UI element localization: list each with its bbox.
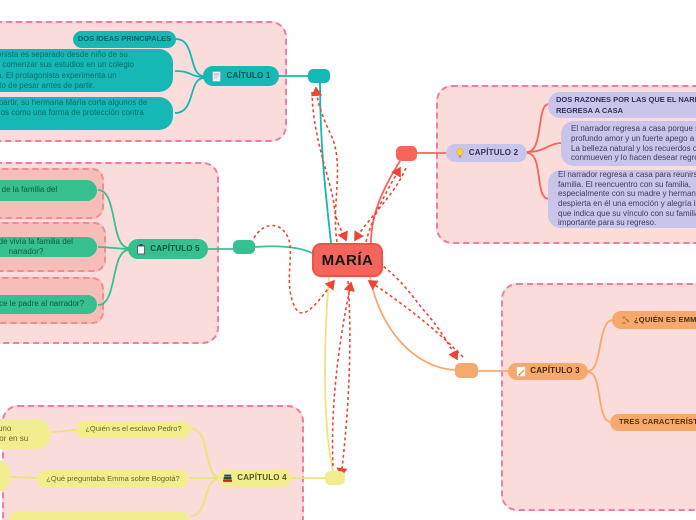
ch1-heading-label: DOS IDEAS PRINCIPALES: [77, 34, 172, 44]
central-topic-label: MARÍA: [321, 251, 374, 269]
ch1-node[interactable]: CAÍTULO 1: [203, 66, 279, 86]
ch1-note2-text: Antes de partir, su hermana María corta …: [0, 98, 148, 127]
ch2-note1-text: El narrador regresa a casa porque siente…: [571, 123, 696, 163]
document-icon: [211, 70, 222, 82]
ch3-child2-node[interactable]: TRES CARACTERÍSTICAS: [610, 414, 696, 431]
ch3-child1-label: ¿QUIÉN ES EMMA?: [634, 314, 696, 324]
ch5-label: CAPÍTULO 5: [150, 243, 200, 253]
memo-pencil-icon: [516, 366, 526, 377]
ch4-node[interactable]: CAPÍTULO 4: [218, 469, 291, 487]
ch4-label: CAPÍTULO 4: [237, 472, 287, 482]
ch4-q1-text: ¿Quién es el esclavo Pedro?: [85, 424, 182, 434]
ch2-heading-node[interactable]: DOS RAZONES POR LAS QUE EL NARRADOR REGR…: [548, 92, 696, 118]
ch4-q1-node[interactable]: ¿Quién es el esclavo Pedro?: [76, 421, 191, 438]
ch3-child1-node[interactable]: ¿QUIÉN ES EMMA?: [612, 311, 696, 329]
lightbulb-icon: [455, 147, 465, 159]
ch1-branch-anchor[interactable]: [308, 69, 330, 83]
ch2-note1-node[interactable]: El narrador regresa a casa porque siente…: [561, 121, 696, 166]
ch4-q3-node[interactable]: [8, 511, 190, 520]
ch4-answer1-node[interactable]: El esclavo Pedro es uno querido por el n…: [0, 419, 50, 449]
ch5-q2-node[interactable]: ¿Dónde vivía la familia del narrador?: [0, 237, 97, 257]
ch1-note2-node[interactable]: Antes de partir, su hermana María corta …: [0, 97, 173, 130]
ch2-note2-text: El narrador regresa a casa para reunirse…: [558, 170, 696, 228]
ch2-label: CAPÍTULO 2: [468, 147, 519, 157]
ch2-node[interactable]: CAPÍTULO 2: [446, 144, 527, 162]
ch4-branch-anchor[interactable]: [325, 471, 345, 485]
ch4-q2-text: ¿Qué preguntaba Emma sobre Bogotá?: [46, 473, 180, 483]
ch2-heading-label: DOS RAZONES POR LAS QUE EL NARRADOR REGR…: [556, 95, 696, 115]
person-icon: [620, 315, 630, 325]
ch2-note2-node[interactable]: El narrador regresa a casa para reunirse…: [548, 170, 696, 228]
books-icon: [222, 473, 233, 483]
ch1-note1-node[interactable]: El protagonista es separado desde niño d…: [0, 49, 173, 92]
ch4-q2-node[interactable]: ¿Qué preguntaba Emma sobre Bogotá?: [37, 470, 189, 488]
central-topic-maria[interactable]: MARÍA: [312, 243, 383, 277]
ch3-node[interactable]: CAPÍTULO 3: [508, 363, 588, 380]
ch4-answer2-node[interactable]: [0, 460, 10, 492]
ch1-note1-text: El protagonista es separado desde niño d…: [0, 50, 134, 90]
ch1-heading-node[interactable]: DOS IDEAS PRINCIPALES: [73, 31, 176, 48]
ch5-node[interactable]: CAPÍTULO 5: [128, 239, 208, 259]
ch3-child2-label: TRES CARACTERÍSTICAS: [619, 417, 696, 427]
ch3-label: CAPÍTULO 3: [530, 366, 580, 376]
ch1-label: CAÍTULO 1: [226, 70, 271, 80]
ch3-branch-anchor[interactable]: [455, 363, 478, 378]
relation-arrows: [253, 86, 464, 478]
ch5-branch-anchor[interactable]: [233, 240, 255, 254]
ch5-q3-node[interactable]: ¿Qué hace le padre al narrador?: [0, 295, 97, 314]
ch5-q2-text: ¿Dónde vivía la familia del narrador?: [0, 236, 73, 256]
ch4-answer1-text: El esclavo Pedro es uno querido por el n…: [0, 423, 29, 443]
clipboard-icon: [136, 243, 146, 255]
ch5-q3-text: ¿Qué hace le padre al narrador?: [0, 299, 85, 309]
ch2-branch-anchor[interactable]: [396, 146, 417, 161]
